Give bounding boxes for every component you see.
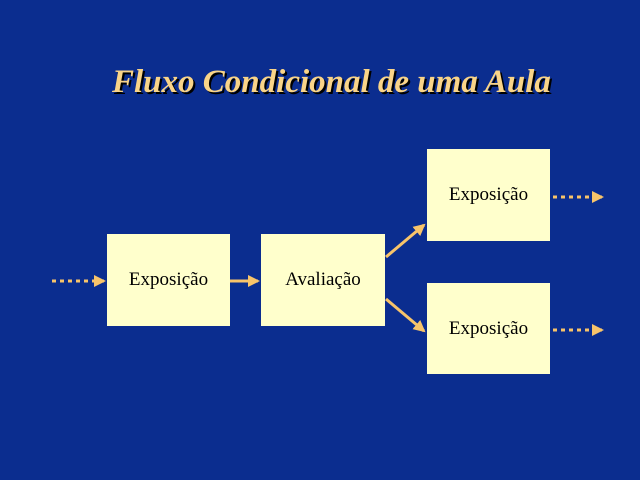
- node-exposicao-start: Exposição: [107, 234, 230, 326]
- node-label: Exposição: [448, 184, 529, 205]
- node-exposicao-top: Exposição: [427, 149, 550, 241]
- avaliacao-to-exposicao-bottom-arrow: [385, 297, 426, 333]
- node-avaliacao: Avaliação: [261, 234, 385, 326]
- avaliacao-to-exposicao-top-arrow: [385, 223, 426, 259]
- node-label: Exposição: [128, 269, 209, 290]
- slide-title: Fluxo Condicional de uma Aula: [112, 64, 551, 100]
- node-exposicao-bottom: Exposição: [427, 283, 550, 374]
- node-label: Exposição: [448, 317, 529, 339]
- node-label: Avaliação: [285, 269, 361, 290]
